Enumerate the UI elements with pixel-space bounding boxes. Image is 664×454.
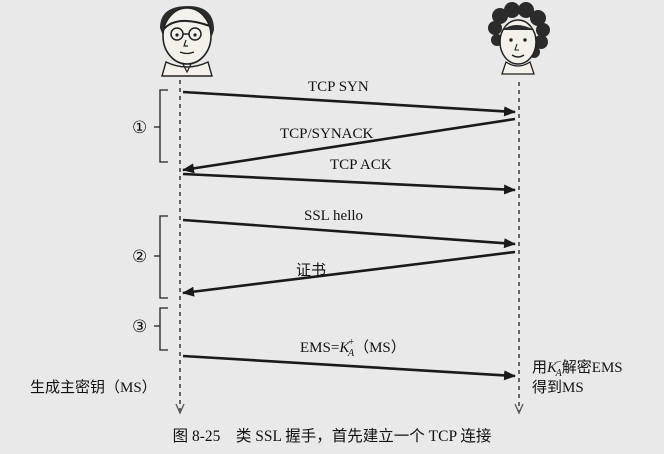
certificate-label: 证书 xyxy=(296,262,326,279)
ssl-hello-label: SSL hello xyxy=(304,208,363,224)
tcp-ack-arrow xyxy=(182,172,516,195)
ssl-hello-arrow xyxy=(182,218,516,249)
tcp-syn-arrow xyxy=(182,90,516,117)
certificate-arrow xyxy=(182,250,516,297)
ems-arrow xyxy=(182,354,516,381)
figure-caption: 图 8-25 类 SSL 握手，首先建立一个 TCP 连接 xyxy=(172,428,492,445)
step1-bracket xyxy=(159,89,168,163)
step3-bracket xyxy=(159,307,168,351)
step2-bracket xyxy=(159,215,168,299)
tcp-ack-label: TCP ACK xyxy=(330,157,392,173)
server-avatar xyxy=(488,2,550,75)
tcp-synack-arrow xyxy=(182,117,516,174)
tcp-synack-label: TCP/SYNACK xyxy=(280,126,374,142)
client-avatar xyxy=(160,6,214,77)
server-note-obtain: 得到MS xyxy=(532,379,584,396)
step-2-label: ② xyxy=(132,247,147,267)
step-1-label: ① xyxy=(132,118,147,138)
tcp-syn-label: TCP SYN xyxy=(308,79,369,95)
client-note: 生成主密钥（MS） xyxy=(30,379,157,396)
ems-label: EMS=K+A（MS） xyxy=(300,337,406,359)
step-3-label: ③ xyxy=(132,317,147,337)
server-note-decrypt: 用K−A解密EMS xyxy=(532,357,623,379)
